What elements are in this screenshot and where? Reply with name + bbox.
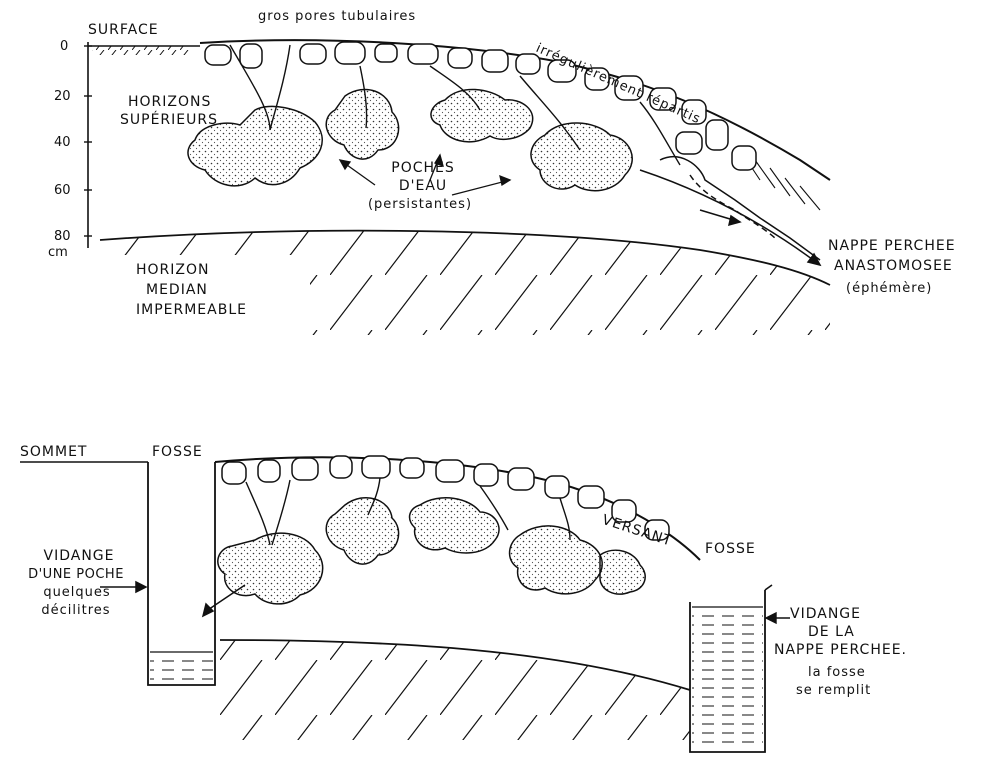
depth-unit: cm xyxy=(48,244,68,261)
water-pocket xyxy=(326,498,398,564)
bottom-diagram xyxy=(20,456,790,752)
table-drain-arrow xyxy=(766,613,790,623)
median-horizon-line2: MEDIAN xyxy=(146,282,208,299)
pocket-drain-line4: décilitres xyxy=(26,602,126,619)
depth-tick-40: 40 xyxy=(54,134,71,151)
water-pocket xyxy=(510,526,603,594)
right-pit xyxy=(690,585,772,752)
table-drain-line3: NAPPE PERCHEE. xyxy=(774,642,907,659)
median-horizon-line3: IMPERMEABLE xyxy=(136,302,247,319)
depth-tick-60: 60 xyxy=(54,182,71,199)
perched-table-line1: NAPPE PERCHEE xyxy=(828,238,956,255)
impermeable-horizon xyxy=(100,231,830,335)
pit-fills-line1: la fosse xyxy=(808,664,866,681)
upper-horizons-line1: HORIZONS xyxy=(128,94,211,111)
depth-tick-0: 0 xyxy=(60,38,68,55)
water-pockets-line3: (persistantes) xyxy=(340,196,500,213)
impermeable-horizon-bottom xyxy=(220,640,690,740)
water-pockets-line2: D'EAU xyxy=(368,178,478,195)
right-pit-label: FOSSE xyxy=(705,541,756,558)
water-pockets-line1: POCHES xyxy=(368,160,478,177)
table-drain-line2: DE LA xyxy=(808,624,855,641)
pocket-drain-line2: D'UNE POCHE xyxy=(6,566,146,583)
water-pocket xyxy=(531,123,632,191)
perched-table-line2: ANASTOMOSEE xyxy=(834,258,953,275)
table-drain-line1: VIDANGE xyxy=(790,606,861,623)
pores-label: gros pores tubulaires xyxy=(258,8,416,25)
depth-tick-20: 20 xyxy=(54,88,71,105)
water-pocket xyxy=(660,157,820,260)
left-pit xyxy=(148,462,215,685)
depth-axis xyxy=(84,42,92,248)
pit-fills-line2: se remplit xyxy=(796,682,871,699)
water-pocket xyxy=(431,89,533,141)
left-pit-label: FOSSE xyxy=(152,444,203,461)
upper-horizons-line2: SUPÉRIEURS xyxy=(120,112,218,129)
depth-tick-80: 80 xyxy=(54,228,71,245)
pocket-drain-line3: quelques xyxy=(32,584,122,601)
water-pocket xyxy=(600,550,645,594)
surface-label: SURFACE xyxy=(88,22,159,39)
median-horizon-line1: HORIZON xyxy=(136,262,210,279)
perched-table-line3: (éphémère) xyxy=(846,280,932,297)
water-pocket xyxy=(410,498,499,553)
summit-label: SOMMET xyxy=(20,444,87,461)
water-pocket xyxy=(326,89,398,159)
pocket-drain-line1: VIDANGE xyxy=(20,548,138,565)
